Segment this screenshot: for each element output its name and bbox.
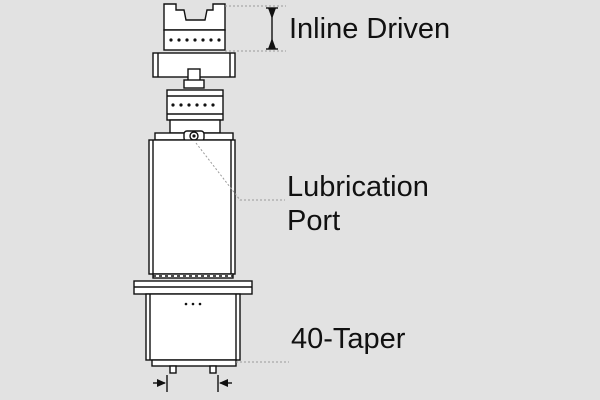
main-body xyxy=(148,139,236,275)
ring-bolt-holes xyxy=(171,103,215,107)
lubrication-port-label-line2: Port xyxy=(287,205,341,237)
inline-driven-dimension xyxy=(266,7,278,50)
middle-ring xyxy=(166,89,224,121)
drive-key-left xyxy=(169,365,177,374)
drive-coupling-top xyxy=(163,3,226,51)
taper-bolt-holes xyxy=(184,302,202,306)
lubrication-port-label: Lubrication Port xyxy=(287,170,429,238)
lubrication-port-label-line1: Lubrication xyxy=(287,171,429,203)
coupling-bolt-holes xyxy=(169,38,221,42)
inline-driven-label: Inline Driven xyxy=(289,13,451,45)
taper-body xyxy=(145,293,241,361)
leader-lubrication xyxy=(195,142,285,201)
taper-key-dimension xyxy=(153,375,232,392)
drive-key-right xyxy=(209,365,217,374)
taper-label: 40-Taper xyxy=(291,323,406,355)
